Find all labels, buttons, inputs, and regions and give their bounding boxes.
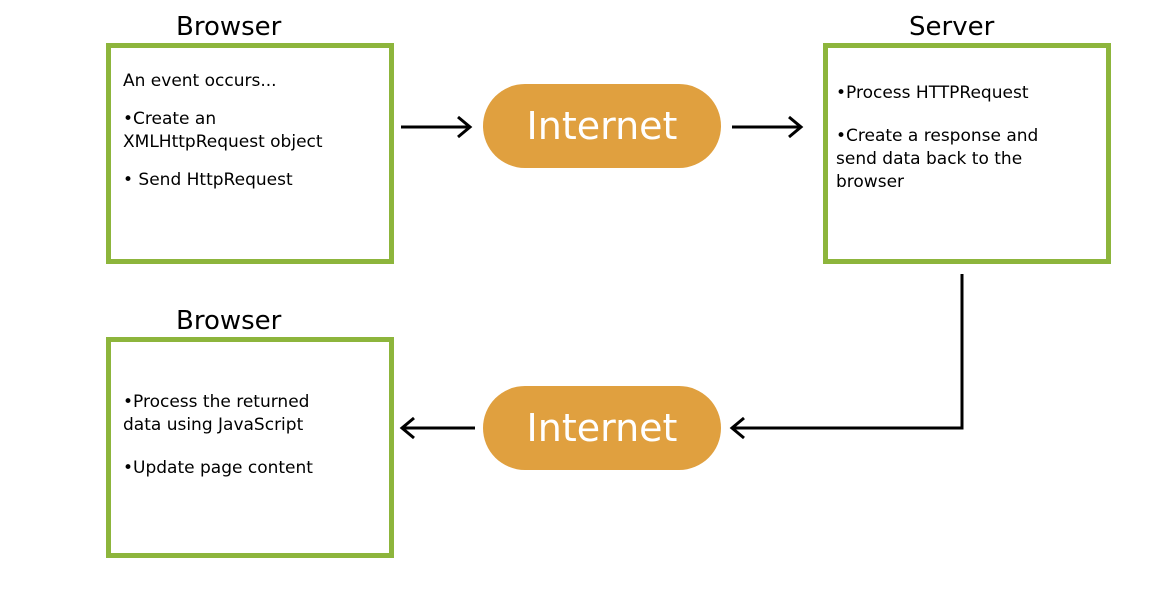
browser-bottom-bullet2: •Update page content: [123, 458, 313, 478]
browser-top-bullet1-line1: •Create an: [123, 109, 217, 129]
server-bullet2-line3: browser: [836, 172, 905, 192]
server-box: •Process HTTPRequest •Create a response …: [823, 43, 1111, 264]
arrow-internet-to-browser: [399, 416, 475, 440]
internet-bottom-pill: Internet: [483, 386, 721, 470]
arrow-internet-to-server: [732, 115, 804, 139]
browser-top-bullet1-line2: XMLHttpRequest object: [123, 132, 323, 152]
browser-top-bullet2: • Send HttpRequest: [123, 170, 293, 190]
arrow-browser-to-internet: [401, 115, 473, 139]
browser-top-box: An event occurs... •Create an XMLHttpReq…: [106, 43, 394, 264]
server-bullet2-line1: •Create a response and: [836, 126, 1039, 146]
browser-bottom-bullet1-line1: •Process the returned: [123, 392, 310, 412]
server-bullet2-line2: send data back to the: [836, 149, 1023, 169]
browser-top-intro: An event occurs...: [123, 71, 277, 91]
browser-bottom-box: •Process the returned data using JavaScr…: [106, 337, 394, 558]
server-bullet1: •Process HTTPRequest: [836, 83, 1029, 103]
browser-top-title: Browser: [176, 12, 282, 42]
browser-bottom-bullet1-line2: data using JavaScript: [123, 415, 304, 435]
browser-bottom-title: Browser: [176, 306, 282, 336]
arrow-server-to-internet: [729, 274, 964, 440]
server-title: Server: [909, 12, 995, 42]
internet-top-pill: Internet: [483, 84, 721, 168]
